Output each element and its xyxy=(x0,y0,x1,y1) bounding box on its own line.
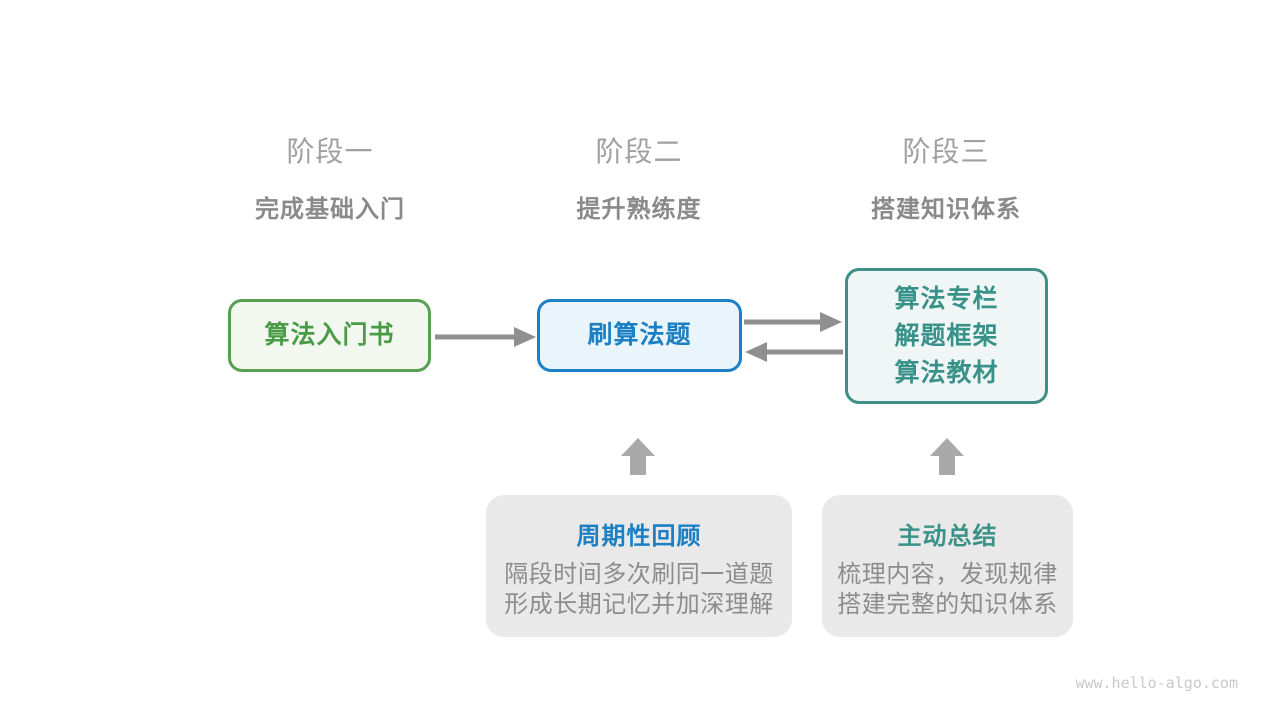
arrow-right-practice-to-resources-icon xyxy=(744,312,842,332)
node-algorithm-intro-book: 算法入门书 xyxy=(228,299,431,372)
node-knowledge-resources-line-3: 算法教材 xyxy=(894,358,999,387)
stage-1-title: 阶段一 xyxy=(286,136,374,167)
node-practice-problems-label: 刷算法题 xyxy=(587,321,692,349)
note-periodic-review-body-line-1: 隔段时间多次刷同一道题 xyxy=(504,561,774,588)
arrow-right-book-to-practice-icon xyxy=(435,327,536,347)
arrow-up-summary-icon xyxy=(930,438,964,475)
arrow-up-review-icon xyxy=(621,438,655,475)
stage-2-title: 阶段二 xyxy=(595,136,683,167)
arrow-left-resources-to-practice-icon xyxy=(745,342,843,362)
note-active-summary-body-line-1: 梳理内容，发现规律 xyxy=(837,561,1058,588)
stage-2-subtitle: 提升熟练度 xyxy=(576,196,702,223)
watermark-url: www.hello-algo.com xyxy=(1075,674,1238,692)
stage-3-header: 阶段三 搭建知识体系 xyxy=(786,130,1106,224)
note-active-summary: 主动总结 梳理内容，发现规律 搭建完整的知识体系 xyxy=(822,495,1073,637)
node-knowledge-resources-line-2: 解题框架 xyxy=(894,321,999,350)
note-active-summary-title: 主动总结 xyxy=(897,523,998,550)
note-periodic-review: 周期性回顾 隔段时间多次刷同一道题 形成长期记忆并加深理解 xyxy=(486,495,792,637)
note-periodic-review-body: 隔段时间多次刷同一道题 形成长期记忆并加深理解 xyxy=(486,560,792,620)
note-active-summary-body: 梳理内容，发现规律 搭建完整的知识体系 xyxy=(822,560,1073,620)
node-practice-problems: 刷算法题 xyxy=(537,299,742,372)
node-algorithm-intro-book-label: 算法入门书 xyxy=(264,321,395,349)
stage-2-header: 阶段二 提升熟练度 xyxy=(479,130,799,224)
stage-3-subtitle: 搭建知识体系 xyxy=(871,196,1021,223)
stage-1-subtitle: 完成基础入门 xyxy=(255,196,405,223)
stage-3-title: 阶段三 xyxy=(902,136,990,167)
node-knowledge-resources: 算法专栏 解题框架 算法教材 xyxy=(845,268,1048,404)
note-periodic-review-body-line-2: 形成长期记忆并加深理解 xyxy=(504,591,774,618)
node-knowledge-resources-line-1: 算法专栏 xyxy=(894,284,999,313)
note-active-summary-body-line-2: 搭建完整的知识体系 xyxy=(837,591,1058,618)
note-periodic-review-title: 周期性回顾 xyxy=(576,523,702,550)
stage-1-header: 阶段一 完成基础入门 xyxy=(170,130,490,224)
